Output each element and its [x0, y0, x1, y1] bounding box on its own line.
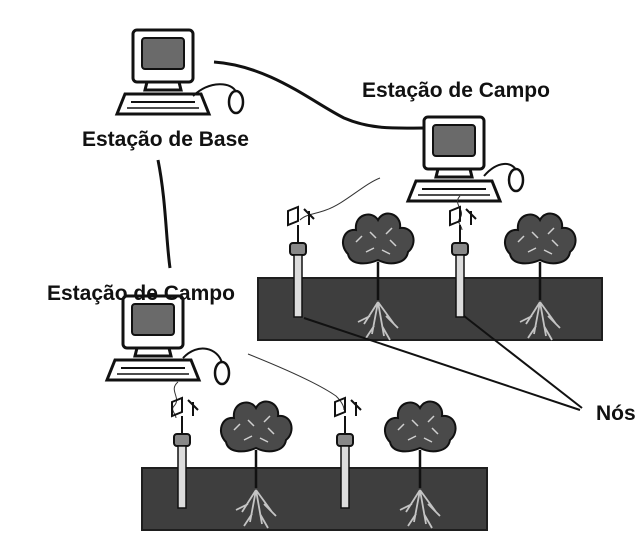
wireless-link-top-left: [299, 177, 381, 221]
link-base-to-field-top: [213, 60, 425, 130]
field-station-top-mouse-icon: [507, 167, 525, 193]
base-station-mouse-icon: [227, 89, 245, 115]
nodes-label: Nós: [596, 402, 636, 425]
soil-bed-bottom: [141, 467, 488, 531]
wireless-link-left-right: [247, 353, 345, 411]
field-station-left-mouse-icon: [213, 360, 231, 386]
nodes-callout-line-2: [463, 315, 583, 409]
soil-bed-top: [257, 277, 603, 341]
mouse-cable-base: [192, 83, 237, 97]
field-station-top-label: Estação de Campo: [362, 79, 550, 102]
nodes-callout-line-1: [303, 317, 581, 411]
field-station-top-computer-icon: [406, 115, 502, 203]
base-station-computer-icon: [115, 28, 211, 116]
field-station-left-label: Estação de Campo: [47, 282, 235, 305]
link-base-to-field-left: [156, 159, 172, 269]
base-station-label: Estação de Base: [82, 128, 249, 151]
field-station-left-computer-icon: [105, 294, 201, 382]
mouse-cable-left: [182, 347, 223, 364]
mouse-cable-top: [483, 163, 517, 177]
